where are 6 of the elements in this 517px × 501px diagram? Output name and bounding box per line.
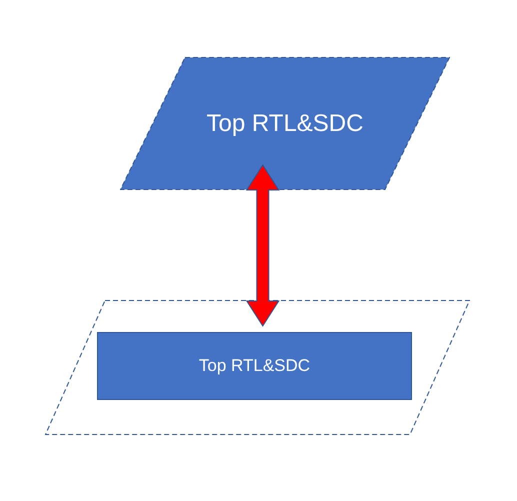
- double-arrow: [246, 164, 280, 327]
- node-label: Top RTL&SDC: [206, 108, 364, 138]
- node-label: Top RTL&SDC: [198, 355, 310, 378]
- parallelogram-shape: [120, 57, 450, 190]
- process-box: [97, 332, 412, 400]
- parallelogram-shape: [45, 300, 470, 435]
